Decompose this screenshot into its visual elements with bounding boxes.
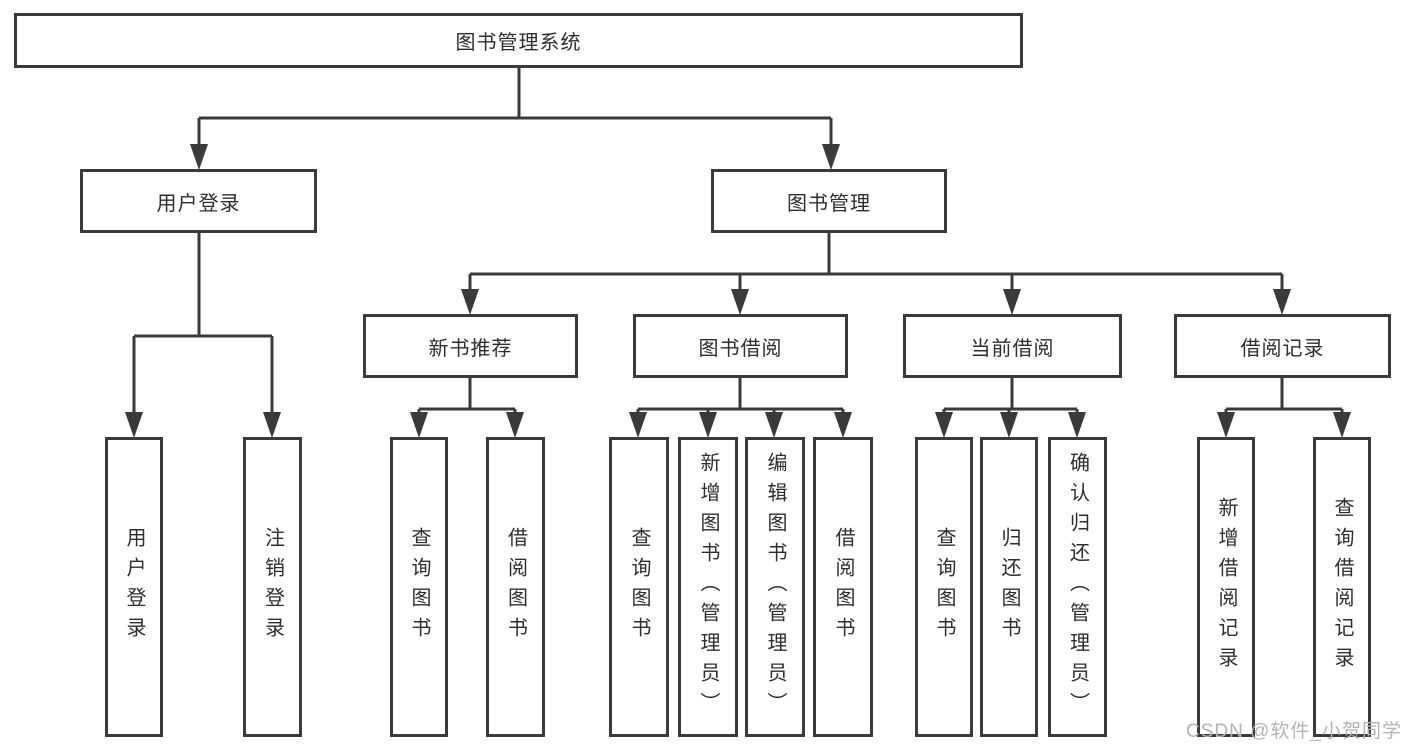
leaf-borrow-query-books: 查询图书 [609,437,669,737]
arrowhead-icon [731,289,749,315]
leaf-logout: 注销登录 [243,437,302,737]
arrowhead-icon [190,144,208,170]
arrowhead-icon [125,412,143,438]
node-book-borrow: 图书借阅 [633,314,848,378]
leaf-borrow-edit-books-admin: 编辑图书（管理员） [745,437,805,737]
arrowhead-icon [1333,412,1351,438]
arrowhead-icon [410,412,428,438]
arrowhead-icon [1000,412,1018,438]
leaf-record-add: 新增借阅记录 [1197,437,1255,737]
node-user-login: 用户登录 [80,169,317,233]
arrowhead-icon [834,412,852,438]
leaf-borrow-add-books-admin: 新增图书（管理员） [678,437,738,737]
leaf-current-query-books: 查询图书 [915,437,973,737]
leaf-current-return-books: 归还图书 [980,437,1038,737]
arrowhead-icon [765,412,783,438]
csdn-watermark: CSDN @软件_小贺同学 [1186,721,1402,742]
leaf-user-login: 用户登录 [105,437,163,737]
leaf-current-confirm-return-admin: 确认归还（管理员） [1048,437,1107,737]
arrowhead-icon [699,412,717,438]
arrowhead-icon [461,289,479,315]
arrowhead-icon [1273,289,1291,315]
leaf-newbook-query-books: 查询图书 [390,437,448,737]
arrowhead-icon [1068,412,1086,438]
leaf-record-query: 查询借阅记录 [1313,437,1371,737]
arrowhead-icon [629,412,647,438]
arrowhead-icon [1217,412,1235,438]
node-root: 图书管理系统 [14,13,1023,68]
arrowhead-icon [506,412,524,438]
arrowhead-icon [263,412,281,438]
arrowhead-icon [822,144,840,170]
node-new-book-recommend: 新书推荐 [363,314,578,378]
node-borrow-record: 借阅记录 [1174,314,1391,378]
leaf-newbook-borrow-books: 借阅图书 [486,437,545,737]
node-book-management: 图书管理 [711,169,947,233]
node-current-borrow: 当前借阅 [903,314,1122,378]
arrowhead-icon [935,412,953,438]
arrowhead-icon [1003,289,1021,315]
leaf-borrow-borrow-books: 借阅图书 [813,437,873,737]
